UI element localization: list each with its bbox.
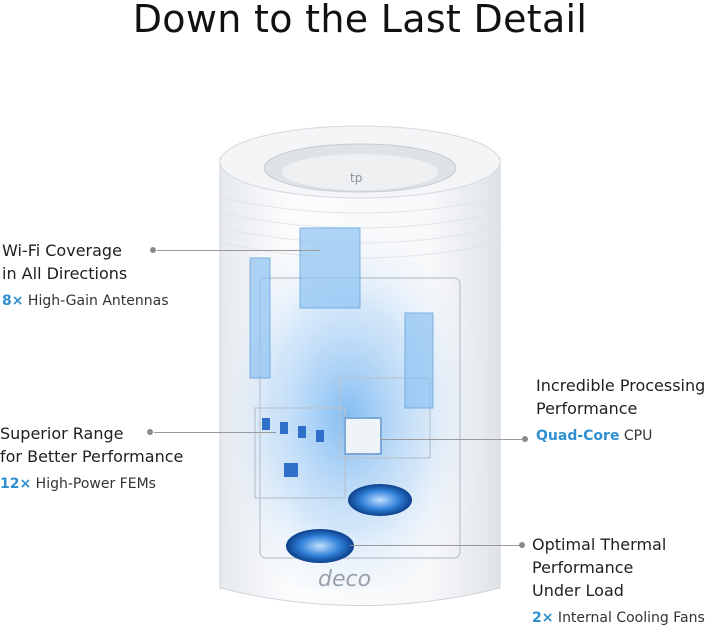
feature-wifi-spec: 8× High-Gain Antennas (2, 293, 169, 309)
feature-thermal-line2: Performance (532, 558, 634, 577)
feature-thermal-line3: Under Load (532, 581, 624, 600)
pointer-dot (150, 247, 156, 253)
feature-thermal-spec-text: Internal Cooling Fans (553, 610, 705, 626)
pointer-dot (147, 429, 153, 435)
feature-processing: Incredible Processing Performance Quad-C… (536, 374, 705, 444)
deco-device-illustration: tp deco (219, 125, 501, 606)
deco-logo: deco (318, 567, 371, 592)
feature-wifi-line1: Wi-Fi Coverage (2, 241, 122, 260)
pointer-dot (519, 542, 525, 548)
feature-wifi-spec-text: High-Gain Antennas (23, 293, 169, 309)
feature-thermal: Optimal Thermal Performance Under Load 2… (532, 533, 705, 626)
pointer-line (350, 545, 519, 546)
feature-processing-line1: Incredible Processing (536, 376, 706, 395)
feature-processing-count: Quad-Core (536, 428, 620, 444)
feature-range-spec: 12× High-Power FEMs (0, 476, 183, 492)
pointer-line (380, 439, 522, 440)
feature-range-line2: for Better Performance (0, 447, 184, 466)
top-logo: tp (350, 171, 362, 185)
feature-processing-spec: Quad-Core CPU (536, 428, 705, 444)
feature-range-spec-text: High-Power FEMs (31, 476, 156, 492)
feature-wifi-line2: in All Directions (2, 264, 128, 283)
feature-thermal-spec: 2× Internal Cooling Fans (532, 610, 705, 626)
feature-superior-range: Superior Range for Better Performance 12… (0, 422, 183, 492)
feature-wifi-coverage: Wi-Fi Coverage in All Directions 8× High… (2, 239, 169, 309)
page-title: Down to the Last Detail (132, 0, 588, 41)
feature-range-count: 12× (0, 476, 32, 492)
feature-range-line1: Superior Range (0, 424, 124, 443)
feature-processing-spec-text: CPU (619, 428, 653, 444)
feature-processing-line2: Performance (536, 399, 638, 418)
feature-wifi-count: 8× (2, 293, 24, 309)
feature-thermal-line1: Optimal Thermal (532, 535, 667, 554)
pointer-dot (522, 436, 528, 442)
feature-thermal-count: 2× (532, 610, 554, 626)
pointer-line (157, 250, 320, 251)
pointer-line (154, 432, 276, 433)
